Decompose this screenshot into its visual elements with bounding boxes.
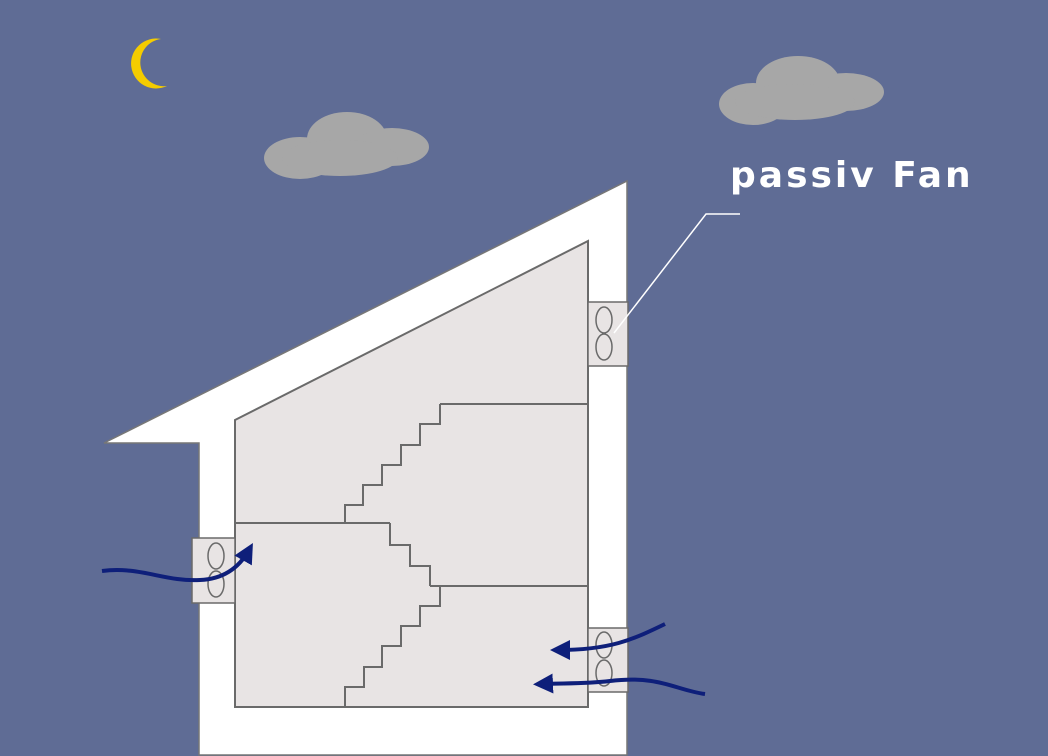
lower-staircase bbox=[344, 586, 441, 707]
house-interior bbox=[234, 239, 589, 708]
cloud-icon bbox=[719, 56, 884, 125]
crescent-moon-icon bbox=[131, 38, 167, 89]
passive-fan-label: passiv Fan bbox=[730, 155, 974, 196]
airflow-arrow-icon bbox=[550, 622, 666, 660]
cloud-icon bbox=[264, 112, 429, 179]
middle-staircase bbox=[389, 523, 431, 586]
label-leader-line bbox=[613, 213, 740, 334]
fan-icon bbox=[587, 301, 629, 367]
airflow-arrow-icon bbox=[101, 543, 253, 583]
floors-and-stairs bbox=[235, 403, 588, 707]
airflow-arrow-icon bbox=[533, 673, 706, 696]
upper-staircase bbox=[344, 404, 441, 523]
